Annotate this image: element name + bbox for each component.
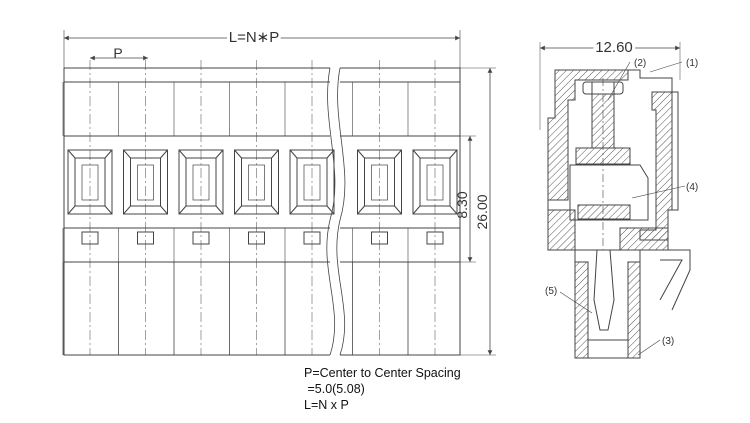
pole-4 — [229, 60, 279, 355]
pole-5 — [284, 60, 335, 355]
pole-2 — [118, 60, 168, 355]
note-spacing-definition: P=Center to Center Spacing — [304, 366, 461, 380]
pitch-dim: P — [113, 45, 122, 61]
pole-group — [62, 60, 458, 355]
callout-5: (5) — [545, 286, 557, 297]
height-dim-outer: 26.00 — [474, 194, 490, 229]
side-view — [539, 42, 691, 359]
front-view — [63, 30, 496, 356]
pole-7 — [407, 60, 458, 355]
callout-3: (3) — [662, 336, 674, 347]
pole-3 — [173, 60, 224, 355]
note-length-formula: L=N x P — [304, 398, 349, 412]
note-spacing-value: =5.0(5.08) — [304, 382, 365, 396]
side-width-dim: 12.60 — [595, 39, 633, 56]
overall-length-dim: L=N∗P — [229, 29, 280, 46]
callout-2: (2) — [634, 58, 646, 69]
pole-6 — [352, 60, 402, 355]
callout-1: (1) — [686, 58, 698, 69]
callout-4: (4) — [686, 182, 698, 193]
pole-1 — [62, 60, 113, 355]
height-dim-inner: 8.30 — [454, 191, 470, 218]
